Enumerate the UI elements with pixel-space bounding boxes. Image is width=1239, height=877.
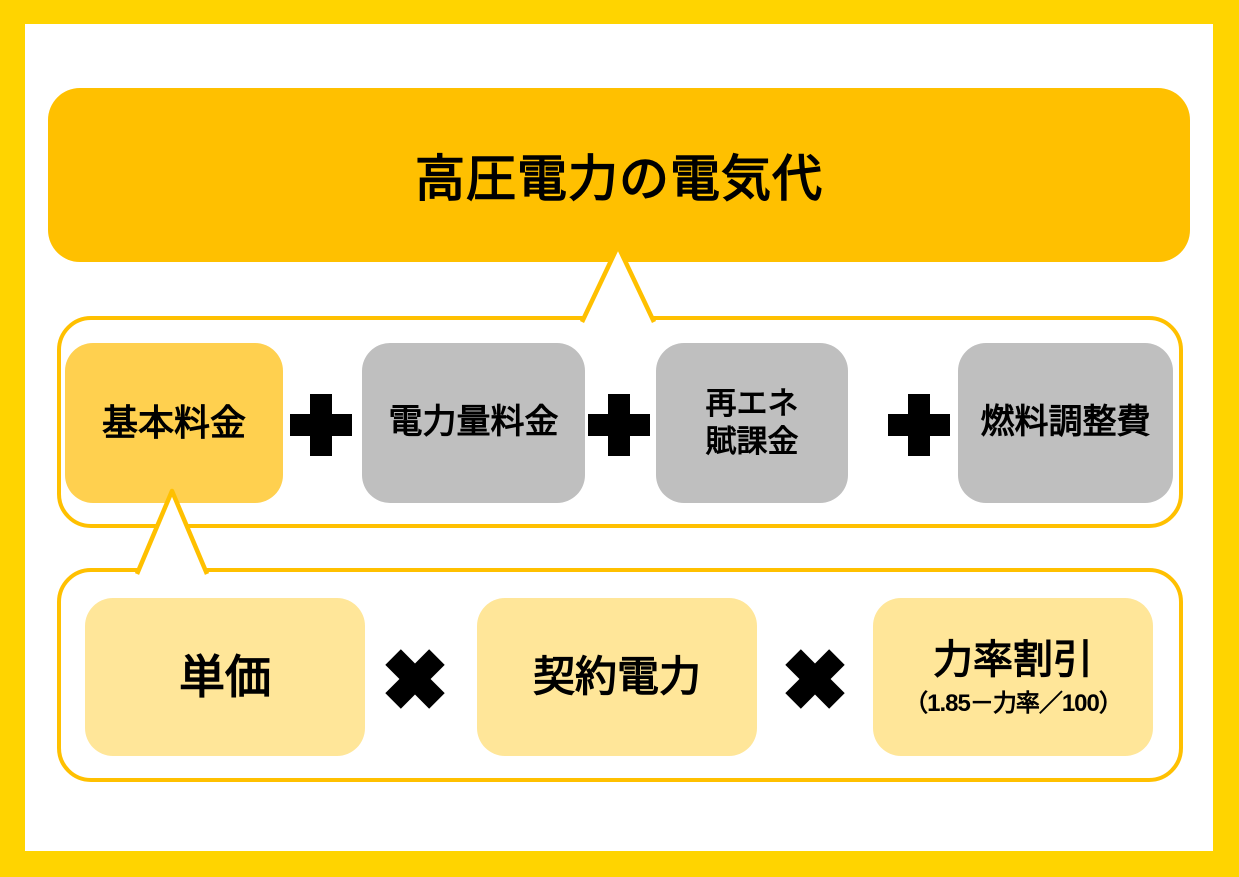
factor-power-factor-discount: 力率割引 （1.85－力率／100） xyxy=(873,598,1153,756)
basic-charge-formula-group xyxy=(57,568,1183,782)
multiply-icon xyxy=(385,649,445,709)
plus-icon xyxy=(588,394,650,456)
component-label-line1: 再エネ xyxy=(705,386,799,422)
component-label: 基本料金 xyxy=(101,402,246,444)
component-basic-charge: 基本料金 xyxy=(65,343,283,503)
component-energy-charge: 電力量料金 xyxy=(362,343,585,503)
component-renewable-levy: 再エネ 賦課金 xyxy=(656,343,848,503)
callout-notch-top xyxy=(579,243,657,323)
factor-label: 力率割引 xyxy=(933,637,1093,682)
factor-sublabel: （1.85－力率／100） xyxy=(904,689,1123,717)
factor-label: 契約電力 xyxy=(532,653,701,701)
callout-notch-bottom xyxy=(134,488,210,575)
factor-unit-price: 単価 xyxy=(85,598,365,756)
component-label: 電力量料金 xyxy=(388,403,559,442)
multiply-icon xyxy=(785,649,845,709)
factor-contract-power: 契約電力 xyxy=(477,598,757,756)
header-box: 高圧電力の電気代 xyxy=(48,88,1190,262)
plus-icon xyxy=(290,394,352,456)
component-label: 燃料調整費 xyxy=(980,403,1151,442)
plus-icon xyxy=(888,394,950,456)
factor-label: 単価 xyxy=(179,650,271,703)
component-label-line2: 賦課金 xyxy=(705,424,799,459)
page-title: 高圧電力の電気代 xyxy=(415,151,823,207)
component-fuel-adjustment: 燃料調整費 xyxy=(958,343,1173,503)
